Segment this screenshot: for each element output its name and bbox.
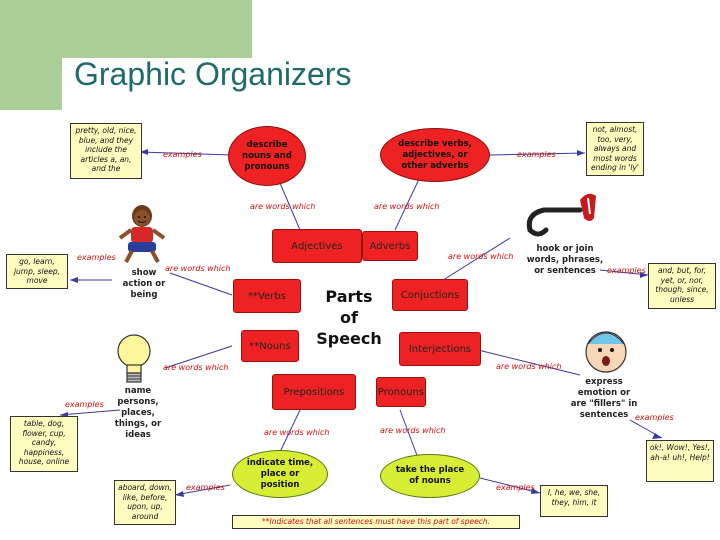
are-words-which-label: are words which [264, 428, 330, 437]
interjections-examples: ok!, Wow!, Yes!, ah-a! uh!, Help! [649, 443, 711, 462]
adjectives-examples-box: pretty, old, nice, blue, and they includ… [70, 123, 142, 179]
nouns-description: name persons, places, things, or ideas [114, 386, 162, 440]
conjunctions-examples: and, but, for, yet, or, nor, though, sin… [655, 266, 709, 304]
examples-label: examples [635, 413, 674, 422]
title-background [62, 58, 720, 118]
pronouns-description: take the place of nouns [395, 465, 465, 486]
part-adjectives: Adjectives [272, 229, 362, 263]
pronouns-description-ellipse: take the place of nouns [380, 454, 480, 498]
part-adverbs: Adverbs [362, 231, 418, 261]
center-line-2: of [340, 308, 358, 327]
verbs-description: show action or being [122, 268, 166, 300]
surprised-face-icon [585, 331, 627, 373]
part-conjunctions: Conjuctions [392, 279, 468, 311]
are-words-which-label: are words which [496, 362, 562, 371]
adverbs-description-ellipse: describe verbs, adjectives, or other adv… [380, 128, 490, 182]
prepositions-examples: aboard, down, like, before, upon, up, ar… [118, 483, 172, 521]
nouns-examples: table, dog, flower, cup, candy, happines… [18, 419, 70, 466]
footnote: **Indicates that all sentences must have… [232, 515, 520, 529]
hook-icon [526, 193, 596, 237]
child-figure-icon [118, 205, 166, 263]
conjunctions-examples-box: and, but, for, yet, or, nor, though, sin… [648, 263, 716, 309]
examples-label: examples [163, 150, 202, 159]
lightbulb-icon [117, 334, 151, 383]
slide-title: Graphic Organizers [74, 56, 352, 92]
part-prepositions: Prepositions [272, 374, 356, 410]
are-words-which-label: are words which [163, 363, 229, 372]
prepositions-description: indicate time, place or position [246, 457, 314, 490]
adverbs-examples-box: not, almost, too, very, always and most … [586, 122, 644, 176]
adjectives-examples: pretty, old, nice, blue, and they includ… [75, 126, 137, 173]
verbs-examples-box: go, learn, jump, sleep, move [6, 254, 68, 289]
part-nouns: **Nouns [241, 330, 299, 362]
interjections-description: express emotion or are "fillers" in sent… [570, 377, 638, 420]
adjectives-description-ellipse: describe nouns and pronouns [228, 126, 306, 186]
prepositions-description-ellipse: indicate time, place or position [232, 450, 328, 498]
part-interjections: Interjections [399, 332, 481, 366]
adjectives-description: describe nouns and pronouns [242, 139, 292, 172]
prepositions-examples-box: aboard, down, like, before, upon, up, ar… [114, 480, 176, 525]
part-verbs: **Verbs [233, 279, 301, 313]
center-line-3: Speech [316, 329, 382, 348]
center-title: Parts of Speech [314, 286, 384, 349]
are-words-which-label: are words which [374, 202, 440, 211]
are-words-which-label: are words which [448, 252, 514, 261]
examples-label: examples [77, 253, 116, 262]
part-pronouns: Pronouns [376, 377, 426, 407]
examples-label: examples [517, 150, 556, 159]
verbs-examples: go, learn, jump, sleep, move [13, 257, 61, 285]
are-words-which-label: are words which [380, 426, 446, 435]
adverbs-description: describe verbs, adjectives, or other adv… [398, 138, 472, 171]
interjections-examples-box: ok!, Wow!, Yes!, ah-a! uh!, Help! [646, 440, 714, 482]
adverbs-examples: not, almost, too, very, always and most … [591, 125, 639, 172]
are-words-which-label: are words which [250, 202, 316, 211]
pronouns-examples-box: I, he, we, she, they, him, it [540, 485, 608, 517]
conjunctions-description: hook or join words, phrases, or sentence… [526, 244, 604, 276]
examples-label: examples [65, 400, 104, 409]
center-line-1: Parts [325, 287, 373, 306]
pronouns-examples: I, he, we, she, they, him, it [547, 488, 601, 507]
examples-label: examples [496, 483, 535, 492]
examples-label: examples [186, 483, 225, 492]
examples-label: examples [607, 266, 646, 275]
nouns-examples-box: table, dog, flower, cup, candy, happines… [10, 416, 78, 472]
are-words-which-label: are words which [165, 264, 231, 273]
